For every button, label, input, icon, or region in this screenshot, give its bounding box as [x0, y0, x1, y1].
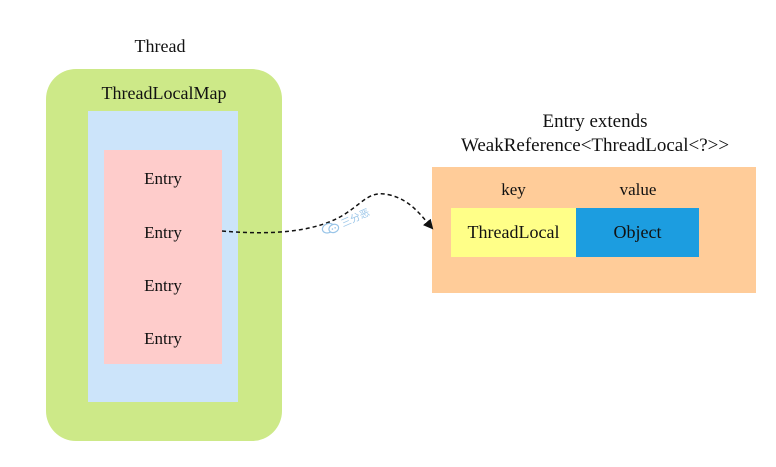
entry-label-2: Entry: [144, 223, 182, 242]
entry-class-subtitle: WeakReference<ThreadLocal<?>>: [460, 135, 730, 156]
value-cell-text: Object: [613, 222, 662, 242]
key-cell: ThreadLocal: [451, 208, 576, 257]
key-label: key: [501, 180, 526, 199]
key-cell-text: ThreadLocal: [467, 222, 560, 242]
entry-class-title: Entry extends: [542, 111, 648, 132]
watermark: 三分恶: [319, 204, 372, 238]
entry-label-3: Entry: [144, 276, 182, 295]
watermark-text: 三分恶: [339, 207, 372, 230]
value-label: value: [619, 180, 657, 199]
thread-title: Thread: [134, 36, 186, 56]
chat-bubbles-icon: [321, 222, 340, 234]
thread-local-map-title: ThreadLocalMap: [101, 83, 227, 103]
entries-box: [104, 150, 222, 364]
value-cell: Object: [576, 208, 699, 257]
entry-label-4: Entry: [144, 329, 182, 348]
entry-label-1: Entry: [144, 169, 182, 188]
